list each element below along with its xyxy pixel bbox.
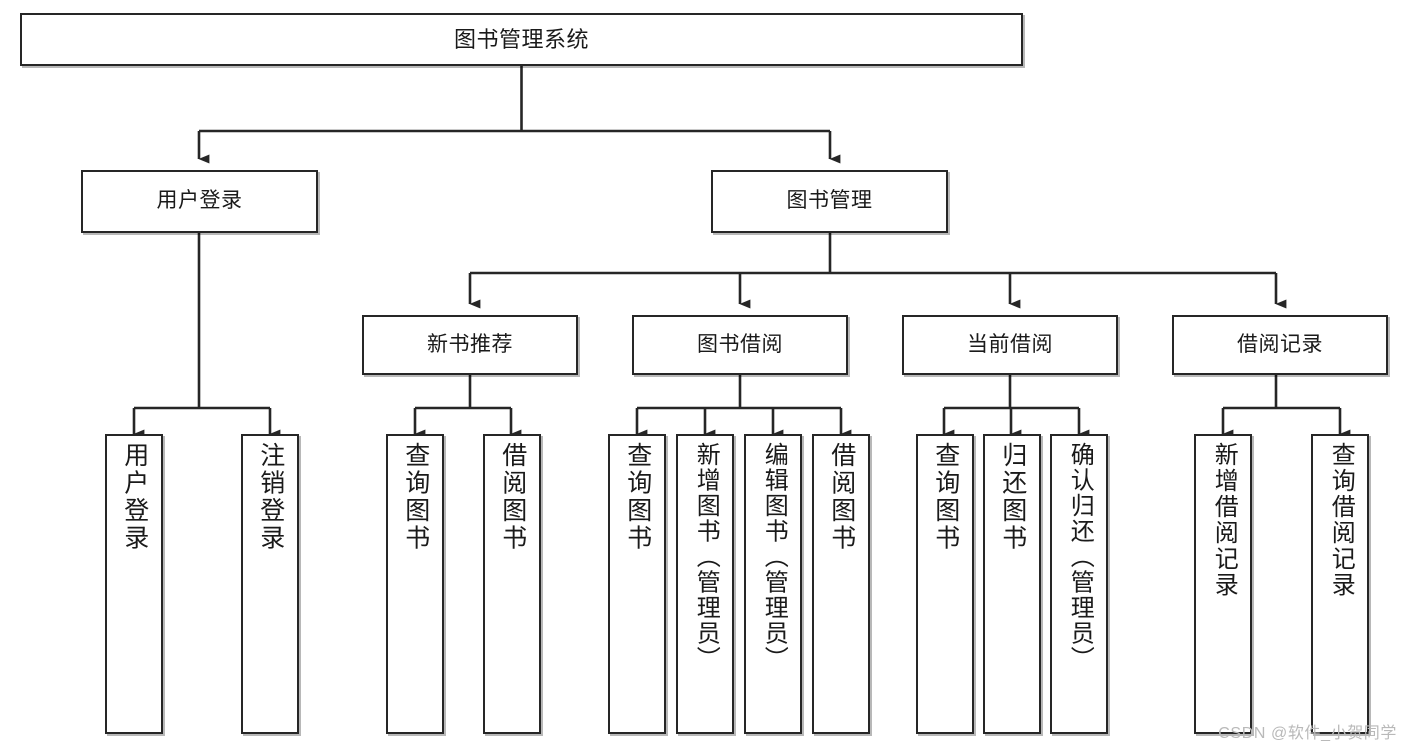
leaf-user-login-label: 用户登录 xyxy=(120,442,149,552)
leaf-return-book[interactable]: 归还图书 xyxy=(983,434,1041,734)
leaf-query-book-2-label: 查询图书 xyxy=(623,442,652,552)
edges-bookmanage-to-level3 xyxy=(468,233,1287,309)
leaf-edit-book[interactable]: 编辑图书（管理员） xyxy=(744,434,802,734)
edges-borrowrecord-to-leaves xyxy=(1221,375,1351,439)
node-book-borrow[interactable]: 图书借阅 xyxy=(632,315,848,375)
node-book-manage-label: 图书管理 xyxy=(786,189,873,213)
edges-userlogin-to-leaves xyxy=(132,233,281,439)
leaf-logout[interactable]: 注销登录 xyxy=(241,434,299,734)
csdn-watermark: CSDN @软件_小贺同学 xyxy=(1218,725,1397,742)
leaf-edit-book-label: 编辑图书（管理员） xyxy=(760,442,788,672)
leaf-logout-label: 注销登录 xyxy=(256,442,285,552)
node-current-borrow[interactable]: 当前借阅 xyxy=(902,315,1118,375)
leaf-query-record[interactable]: 查询借阅记录 xyxy=(1311,434,1369,734)
node-borrow-record-label: 借阅记录 xyxy=(1237,332,1323,356)
leaf-add-record[interactable]: 新增借阅记录 xyxy=(1194,434,1252,734)
node-book-manage[interactable]: 图书管理 xyxy=(711,170,948,233)
node-new-book-recommend-label: 新书推荐 xyxy=(427,332,513,356)
leaf-query-book-3-label: 查询图书 xyxy=(931,442,960,552)
leaf-query-book-1-label: 查询图书 xyxy=(401,442,430,552)
leaf-confirm-return-label: 确认归还（管理员） xyxy=(1066,442,1094,672)
leaf-query-book-3[interactable]: 查询图书 xyxy=(916,434,974,734)
edges-root-to-level2 xyxy=(197,66,841,164)
leaf-borrow-book-2[interactable]: 借阅图书 xyxy=(812,434,870,734)
edges-currentborrow-to-leaves xyxy=(942,375,1090,439)
leaf-query-record-label: 查询借阅记录 xyxy=(1327,442,1355,598)
node-book-borrow-label: 图书借阅 xyxy=(697,332,783,356)
leaf-confirm-return[interactable]: 确认归还（管理员） xyxy=(1050,434,1108,734)
leaf-borrow-book-1-label: 借阅图书 xyxy=(498,442,527,552)
leaf-query-book-1[interactable]: 查询图书 xyxy=(386,434,444,734)
edges-bookborrow-to-leaves xyxy=(635,375,852,439)
node-root-system[interactable]: 图书管理系统 xyxy=(20,13,1023,66)
leaf-borrow-book-2-label: 借阅图书 xyxy=(827,442,856,552)
node-new-book-recommend[interactable]: 新书推荐 xyxy=(362,315,578,375)
node-current-borrow-label: 当前借阅 xyxy=(967,332,1053,356)
leaf-add-record-label: 新增借阅记录 xyxy=(1210,442,1238,598)
leaf-add-book-label: 新增图书（管理员） xyxy=(692,442,720,672)
node-borrow-record[interactable]: 借阅记录 xyxy=(1172,315,1388,375)
leaf-add-book[interactable]: 新增图书（管理员） xyxy=(676,434,734,734)
edges-newbook-to-leaves xyxy=(413,375,522,439)
node-root-system-label: 图书管理系统 xyxy=(453,26,589,52)
leaf-query-book-2[interactable]: 查询图书 xyxy=(608,434,666,734)
leaf-return-book-label: 归还图书 xyxy=(998,442,1027,552)
leaf-borrow-book-1[interactable]: 借阅图书 xyxy=(483,434,541,734)
node-user-login[interactable]: 用户登录 xyxy=(81,170,318,233)
node-user-login-label: 用户登录 xyxy=(156,189,243,213)
leaf-user-login[interactable]: 用户登录 xyxy=(105,434,163,734)
